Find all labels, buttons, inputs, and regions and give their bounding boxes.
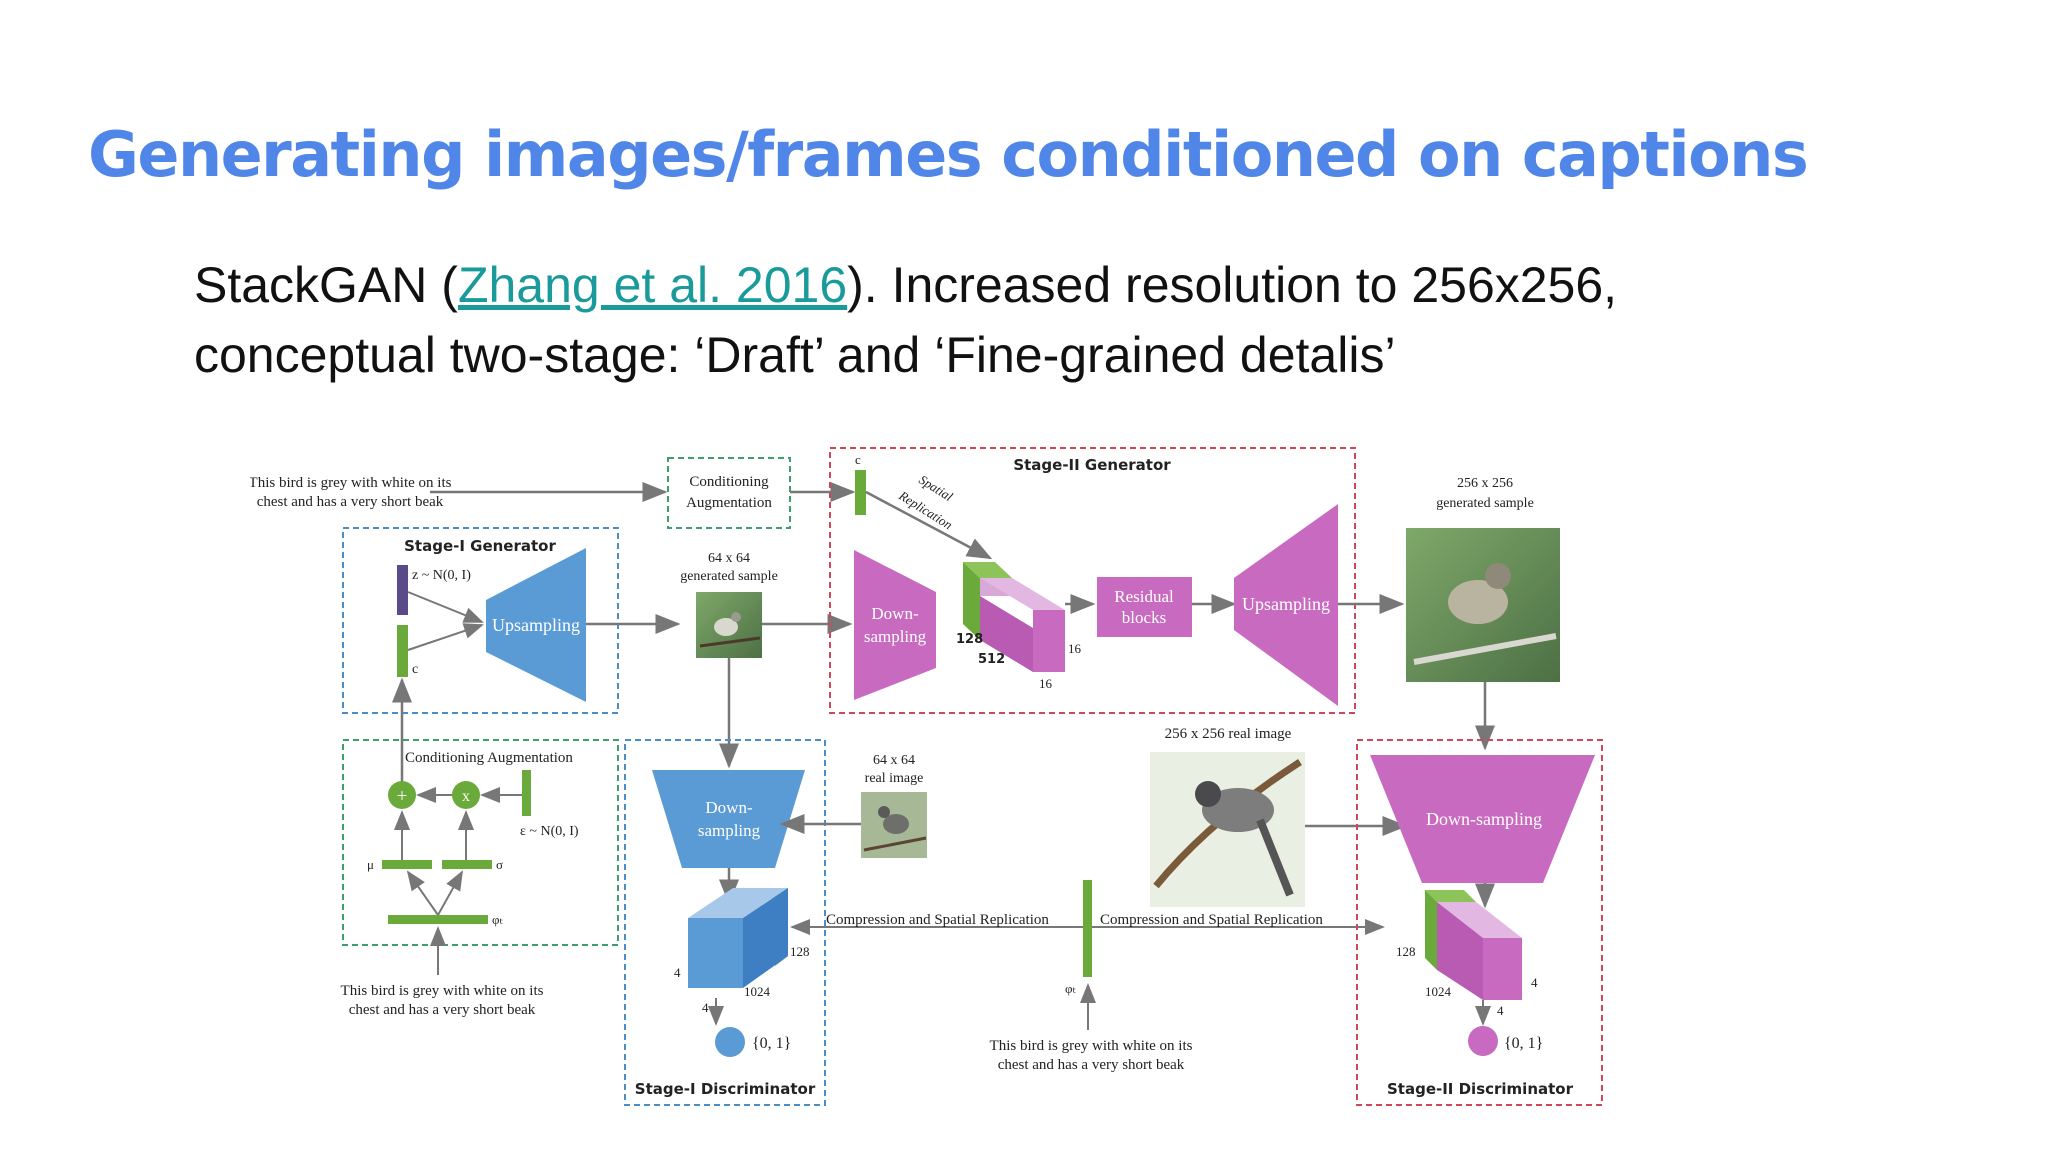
plus-symbol: + <box>397 786 408 807</box>
stackgan-diagram: This bird is grey with white on its ches… <box>250 447 1603 1106</box>
real256-image <box>1150 752 1305 907</box>
stage2-generator-box <box>829 447 1356 714</box>
down3-label: Down-sampling <box>1426 809 1542 829</box>
output1-circle <box>715 1027 745 1057</box>
comp-left-label: Compression and Spatial Replication <box>826 912 1049 928</box>
stage1-generator-label: Stage-I Generator <box>404 537 556 555</box>
comp-right-label: Compression and Spatial Replication <box>1100 912 1323 928</box>
cond-aug-top-line2: Augmentation <box>686 495 772 511</box>
stage2-generator-label: Stage-II Generator <box>1013 456 1171 474</box>
phi-label: φₜ <box>492 912 504 927</box>
body-suffix: ). Increased resolution to 256x256, <box>847 257 1618 313</box>
slide-title: Generating images/frames conditioned on … <box>88 118 1809 191</box>
gen256-line1: 256 x 256 <box>1457 476 1513 491</box>
output2-circle <box>1468 1026 1498 1056</box>
real64-image <box>861 792 927 858</box>
slide-body: StackGAN (Zhang et al. 2016). Increased … <box>194 250 1894 390</box>
down1-line2: sampling <box>698 821 761 840</box>
phi-bar <box>388 915 488 924</box>
cond-aug-top-box <box>667 457 791 529</box>
c-vector <box>397 625 408 677</box>
gen64-line1: 64 x 64 <box>708 551 750 566</box>
stage2-discriminator-box <box>1356 739 1603 1106</box>
real64-line1: 64 x 64 <box>873 753 915 768</box>
gen256-image <box>1406 528 1560 682</box>
residual-line2: blocks <box>1122 608 1166 627</box>
times-symbol: x <box>462 788 470 805</box>
dim-4d: 4 <box>1497 1003 1504 1018</box>
residual-blocks <box>1097 577 1192 637</box>
body-prefix: StackGAN ( <box>194 257 458 313</box>
caption-mid-line2: chest and has a very short beak <box>998 1057 1185 1073</box>
dim-1024a: 1024 <box>744 984 771 999</box>
arrow-c-up <box>407 623 484 651</box>
dim-16a: 16 <box>1068 641 1082 656</box>
c-label: c <box>412 662 418 677</box>
down1-line1: Down- <box>705 798 753 817</box>
residual-line1: Residual <box>1114 587 1174 606</box>
dim-128b: 128 <box>790 944 810 959</box>
arrow-phi-to-mu <box>406 870 439 916</box>
gen256-line2: generated sample <box>1436 496 1534 511</box>
down1-trapezoid <box>652 770 805 868</box>
dim-512: 512 <box>978 652 1005 667</box>
mu-label: μ <box>367 857 374 872</box>
stage2-disc-cube <box>1425 890 1522 1000</box>
down2-line2: sampling <box>864 627 927 646</box>
sigma-label: σ <box>496 857 503 872</box>
sigma-bar <box>442 860 492 869</box>
arrow-z-up <box>407 591 484 623</box>
eps-label: ε ~ N(0, I) <box>520 824 579 839</box>
cond-aug-top-line1: Conditioning <box>689 474 769 490</box>
stage1-cube <box>688 888 788 988</box>
cond-aug-box-label: Conditioning Augmentation <box>405 750 573 766</box>
dim-1024b: 1024 <box>1425 984 1452 999</box>
real64-line2: real image <box>865 771 924 786</box>
phi2-bar <box>1083 880 1092 977</box>
caption-bottom-line1: This bird is grey with white on its <box>341 983 544 999</box>
body-line-1: StackGAN (Zhang et al. 2016). Increased … <box>194 250 1894 320</box>
stage2-discriminator-label: Stage-II Discriminator <box>1387 1080 1574 1098</box>
c2-vector <box>855 470 866 515</box>
times-node <box>452 781 480 809</box>
body-line-2: conceptual two-stage: ‘Draft’ and ‘Fine-… <box>194 327 1396 383</box>
c2-label: c <box>855 452 861 467</box>
phi2-label: φₜ <box>1065 981 1077 996</box>
stage1-discriminator-label: Stage-I Discriminator <box>635 1080 816 1098</box>
mu-bar <box>382 860 432 869</box>
cond-aug-box <box>342 739 619 946</box>
caption-bottom-line2: chest and has a very short beak <box>349 1002 536 1018</box>
dim-4a: 4 <box>674 965 681 980</box>
upsampling2-trapezoid <box>1234 504 1338 706</box>
dim-4c: 4 <box>1531 975 1538 990</box>
arrow-c2-to-cube <box>865 490 993 560</box>
plus-node <box>388 781 416 809</box>
caption-mid-line1: This bird is grey with white on its <box>990 1038 1193 1054</box>
upsampling1-trapezoid <box>486 548 586 702</box>
eps-vector <box>522 770 531 816</box>
caption-top-line1: This bird is grey with white on its <box>250 475 452 491</box>
upsampling1-label: Upsampling <box>492 615 580 635</box>
dim-128c: 128 <box>1396 944 1416 959</box>
output2-label: {0, 1} <box>1504 1035 1543 1052</box>
gen64-line2: generated sample <box>680 569 778 584</box>
dim-4b: 4 <box>702 1000 709 1015</box>
z-vector <box>397 565 408 615</box>
upsampling2-label: Upsampling <box>1242 594 1330 614</box>
dim-128a: 128 <box>956 632 983 647</box>
stage2-cube <box>963 562 1065 672</box>
down2-trapezoid <box>854 550 936 700</box>
down2-line1: Down- <box>871 604 919 623</box>
gen64-image <box>696 592 762 658</box>
dim-16b: 16 <box>1039 676 1053 691</box>
down3-trapezoid <box>1370 755 1595 883</box>
real256-label: 256 x 256 real image <box>1165 726 1292 742</box>
z-label: z ~ N(0, I) <box>412 568 471 583</box>
output1-label: {0, 1} <box>752 1035 791 1052</box>
citation-link[interactable]: Zhang et al. 2016 <box>457 257 848 313</box>
arrow-phi-to-sigma <box>437 870 463 916</box>
stage1-discriminator-box <box>624 739 826 1106</box>
caption-top-line2: chest and has a very short beak <box>257 494 444 510</box>
